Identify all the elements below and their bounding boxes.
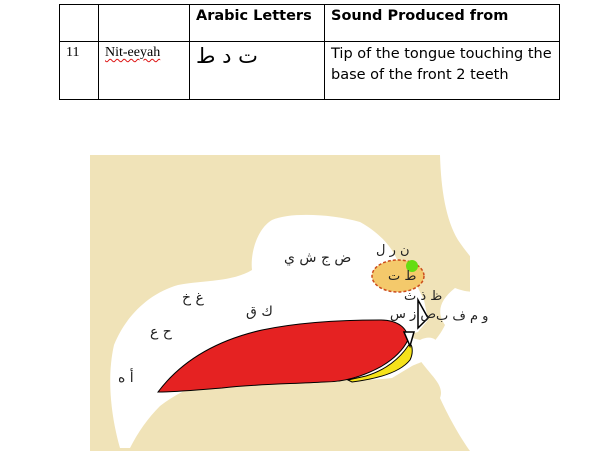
letters-table: Arabic Letters Sound Produced from 11 Ni… (59, 4, 560, 100)
row-number-cell: 11 (59, 41, 99, 100)
header-cell-sound-produced: Sound Produced from (324, 4, 560, 42)
label-tip-teeth: ظ ذ ث (404, 289, 442, 304)
label-lips: و م ف ب (436, 309, 488, 324)
upper-tooth (417, 297, 429, 330)
label-throat-deep: أ ه (118, 368, 134, 386)
lower-tongue (346, 344, 413, 383)
header-cell-arabic-letters: Arabic Letters (189, 4, 325, 42)
label-throat-top: غ خ (182, 290, 204, 306)
row-letters-cell: ت د ط (189, 41, 325, 100)
tongue (156, 319, 409, 393)
label-mid-tongue: ض ج ش ي (284, 250, 351, 266)
row-name-text: Nit-eeyah (105, 45, 161, 60)
label-tongue-tip-upper: ن ر ل (376, 243, 410, 258)
table-row: 11 Nit-eeyah ت د ط Tip of the tongue tou… (59, 41, 560, 100)
face-exterior (420, 155, 520, 451)
row-name-cell: Nit-eeyah (98, 41, 190, 100)
label-highlight-letters: ط ت (388, 269, 416, 284)
label-back-tongue: ك ق (246, 304, 273, 320)
label-throat-mid: ح ع (150, 324, 173, 340)
label-whistle: ص ز س (390, 307, 436, 322)
row-description-cell: Tip of the tongue touching the base of t… (324, 41, 560, 100)
lower-tooth (402, 331, 415, 349)
articulation-point-marker (406, 260, 418, 272)
